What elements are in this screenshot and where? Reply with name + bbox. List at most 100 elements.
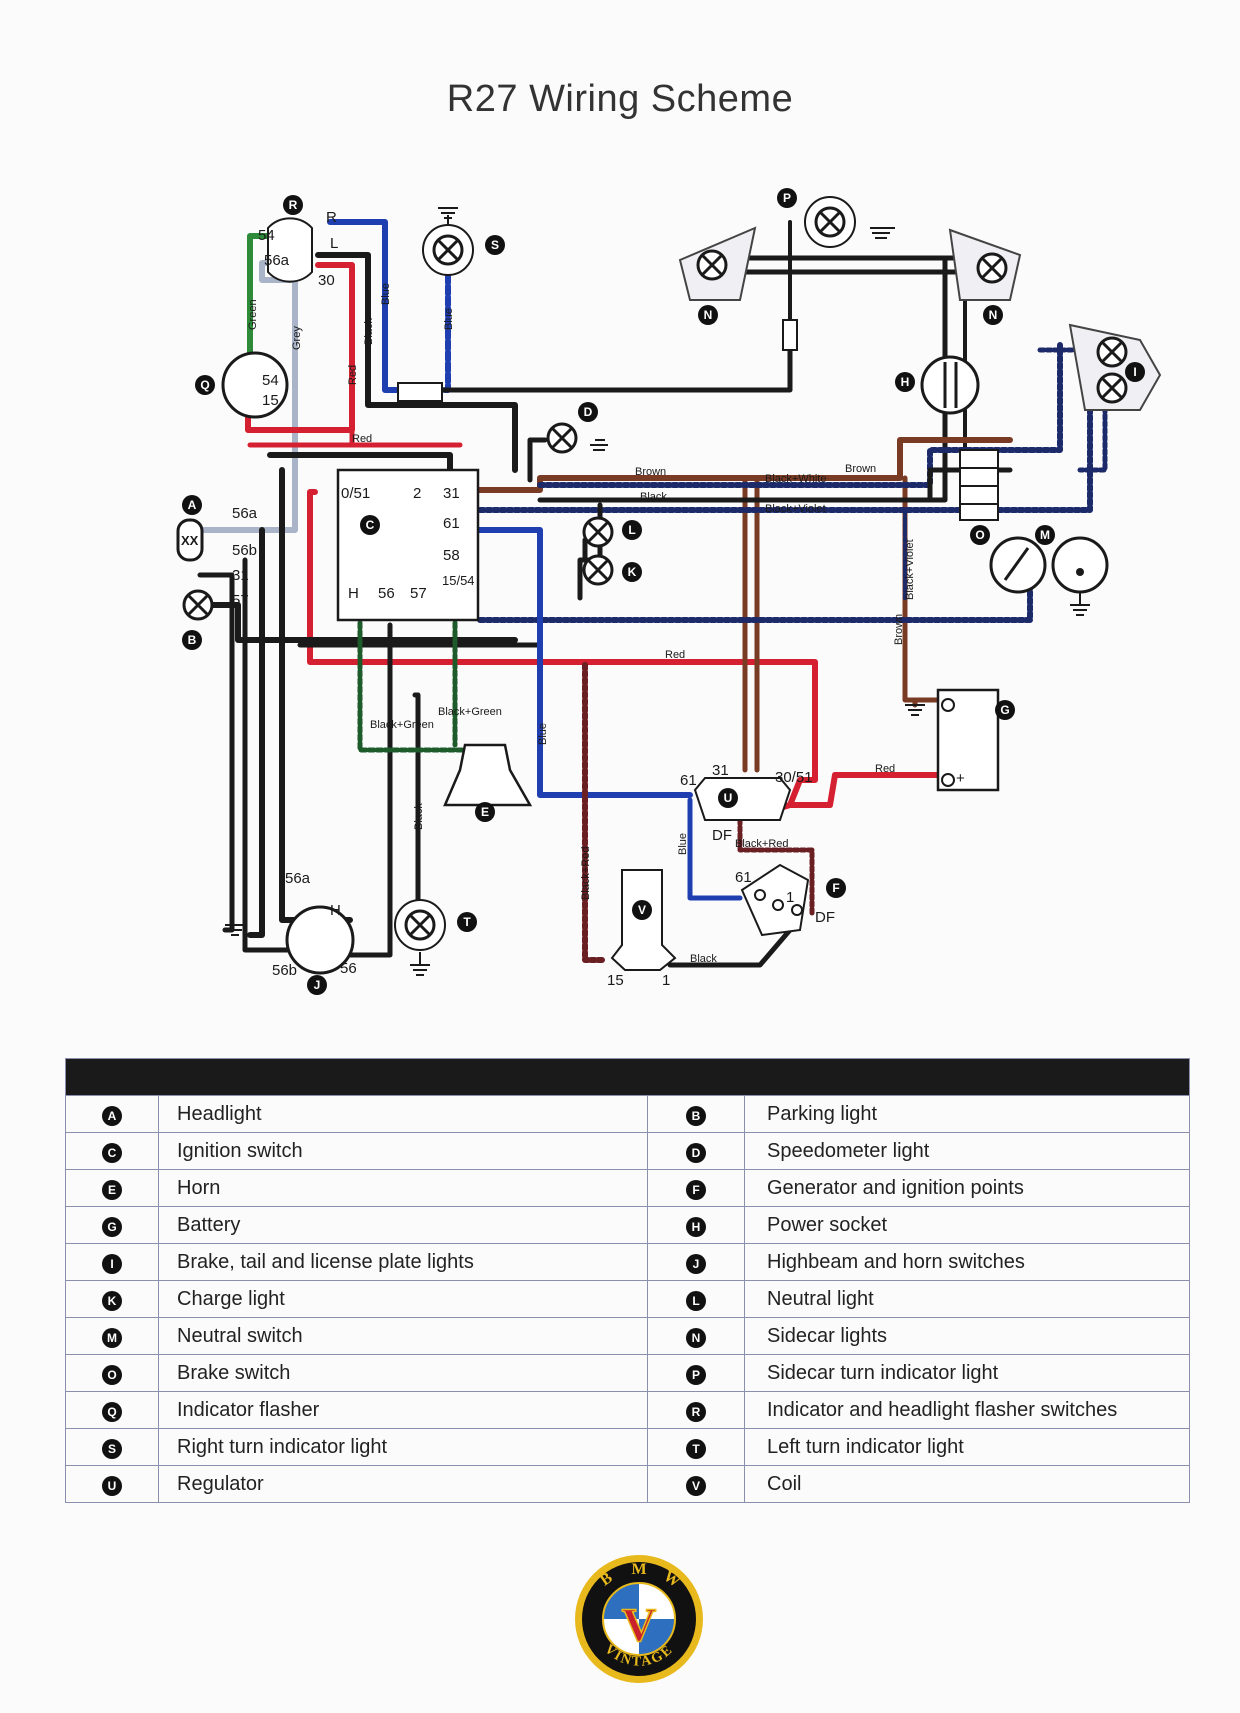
legend-marker: D — [686, 1142, 706, 1163]
wire-d — [527, 437, 548, 483]
marker-n-left: N — [698, 305, 718, 325]
terminal-label: 57 — [410, 585, 427, 602]
terminal-label: + — [956, 770, 965, 787]
svg-text:M: M — [631, 1561, 646, 1578]
terminal-label: 61 — [680, 772, 697, 789]
terminal-label: 1 — [662, 972, 670, 989]
wires — [197, 219, 1123, 968]
svg-text:M: M — [1040, 528, 1050, 542]
page-title: R27 Wiring Scheme — [446, 78, 794, 120]
marker-t: T — [457, 912, 477, 932]
marker-e: E — [475, 802, 495, 822]
marker-m: M — [1035, 525, 1055, 545]
svg-text:B: B — [188, 633, 197, 647]
legend-marker: J — [686, 1253, 706, 1274]
charge-light-k — [582, 554, 614, 586]
terminal-label: H — [348, 585, 359, 602]
legend-marker-cell: N — [647, 1317, 745, 1355]
marker-f: F — [826, 878, 846, 898]
terminal-labels: 54 56a 30 R L 54 15 56a 56b 31 57 0/51 2… — [232, 209, 965, 989]
horn-e — [443, 743, 533, 807]
terminal-label: 54 — [258, 227, 275, 244]
marker-a: A — [182, 495, 202, 515]
legend-marker: G — [102, 1216, 122, 1237]
legend-label: Neutral light — [744, 1280, 1190, 1318]
wire-black-r — [315, 252, 518, 473]
legend-label: Sidecar lights — [744, 1317, 1190, 1355]
svg-text:N: N — [704, 308, 713, 322]
marker-s: S — [485, 235, 505, 255]
right-indicator-s — [432, 234, 464, 266]
svg-text:H: H — [901, 375, 910, 389]
terminal-label: 56a — [264, 252, 290, 269]
neutral-switch-m — [1051, 536, 1109, 594]
legend-label: Highbeam and horn switches — [744, 1243, 1190, 1281]
wire-label: Black — [413, 803, 425, 830]
headlight-a — [176, 518, 204, 562]
neutral-light-l — [582, 516, 614, 548]
marker-d: D — [578, 402, 598, 422]
svg-text:G: G — [1000, 703, 1009, 717]
marker-j: J — [307, 975, 327, 995]
wire-label: Black — [363, 318, 375, 345]
svg-text:XX: XX — [181, 533, 199, 548]
terminal-label: 1 — [786, 889, 794, 906]
legend-label: Indicator flasher — [158, 1391, 648, 1429]
legend-label: Left turn indicator light — [744, 1428, 1190, 1466]
legend-marker-cell: O — [65, 1354, 159, 1392]
legend-marker-cell: V — [647, 1465, 745, 1503]
legend-label: Battery — [158, 1206, 648, 1244]
legend-label: Sidecar turn indicator light — [744, 1354, 1190, 1392]
legend-label: Coil — [744, 1465, 1190, 1503]
svg-text:D: D — [584, 405, 593, 419]
legend-marker: I — [102, 1253, 122, 1274]
legend-marker: F — [686, 1179, 706, 1200]
legend-label: Speedometer light — [744, 1132, 1190, 1170]
terminal-label: 56b — [272, 962, 297, 979]
svg-text:T: T — [463, 915, 471, 929]
legend-marker-cell: L — [647, 1280, 745, 1318]
wire-label: Blue — [443, 308, 455, 330]
legend-marker: B — [686, 1105, 706, 1126]
wire-label: Brown — [893, 614, 905, 645]
svg-text:L: L — [628, 523, 635, 537]
wire-green — [247, 233, 271, 363]
parking-light-b — [182, 589, 214, 621]
legend-marker: P — [686, 1364, 706, 1385]
terminal-label: DF — [712, 827, 732, 844]
wire-label: Green — [247, 299, 259, 330]
wire-label: Blue — [537, 723, 549, 745]
terminal-label: 56a — [232, 505, 258, 522]
wire-label: Black+Red — [580, 846, 592, 900]
tail-light-i — [1068, 323, 1162, 411]
terminal-label: 57 — [232, 592, 249, 609]
terminal-label: 56 — [340, 960, 357, 977]
legend-marker-cell: E — [65, 1169, 159, 1207]
marker-b: B — [182, 630, 202, 650]
wire-g-ground — [912, 697, 943, 708]
wire-black-t — [412, 692, 421, 903]
coil-v — [610, 869, 677, 971]
legend-marker-cell: F — [647, 1169, 745, 1207]
wire-label: Brown — [845, 463, 876, 475]
wire-red-long — [307, 489, 818, 811]
legend-marker-cell: R — [647, 1391, 745, 1429]
wire-label: Red — [352, 433, 372, 445]
indicator-flasher-q — [221, 351, 289, 419]
wire-labels: Green Grey Red Black Blue Blue Red Brown… — [247, 283, 916, 965]
legend-marker-cell: K — [65, 1280, 159, 1318]
legend-label: Horn — [158, 1169, 648, 1207]
legend-marker-cell: H — [647, 1206, 745, 1244]
legend-marker: S — [102, 1438, 122, 1459]
fuse — [397, 382, 443, 402]
fuse-p — [782, 319, 798, 351]
legend-label: Regulator — [158, 1465, 648, 1503]
svg-text:N: N — [989, 308, 998, 322]
wire-black-left4 — [242, 557, 293, 953]
